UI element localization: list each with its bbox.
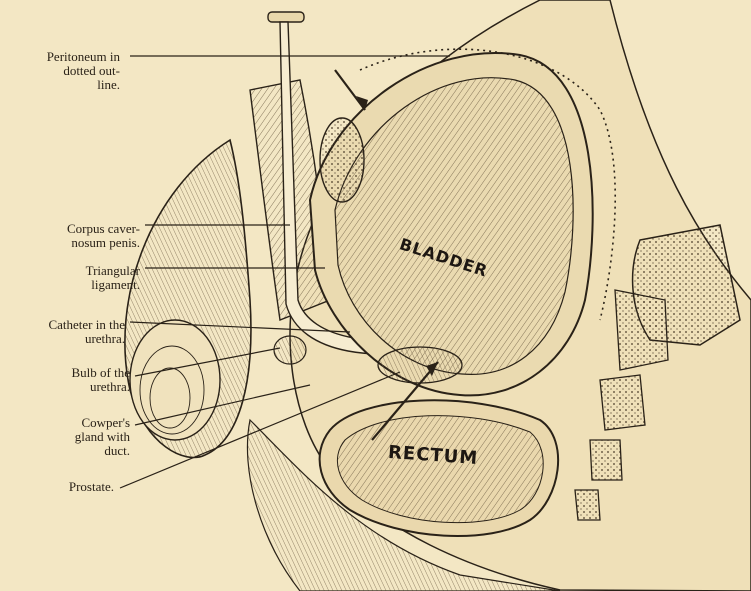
coccyx-2: [600, 375, 645, 430]
label-bulb: Bulb of the urethra.: [0, 366, 130, 394]
coccyx-1: [615, 290, 668, 370]
pubic-bone: [320, 118, 364, 202]
catheter-handle: [268, 12, 304, 22]
label-cowper: Cowper's gland with duct.: [0, 416, 130, 458]
label-peritoneum: Peritoneum in dotted out- line.: [0, 50, 120, 92]
prostate: [378, 347, 462, 383]
coccyx-4: [575, 490, 600, 520]
label-prostate: Prostate.: [0, 480, 114, 494]
label-corpus-cavernosum: Corpus caver- nosum penis.: [0, 222, 140, 250]
urethral-bulb: [274, 336, 306, 364]
label-catheter: Catheter in the urethra.: [0, 318, 125, 346]
testis: [130, 320, 220, 440]
coccyx-3: [590, 440, 622, 480]
arrow-upper: [335, 70, 365, 110]
label-triangular-ligament: Triangular ligament.: [0, 264, 140, 292]
